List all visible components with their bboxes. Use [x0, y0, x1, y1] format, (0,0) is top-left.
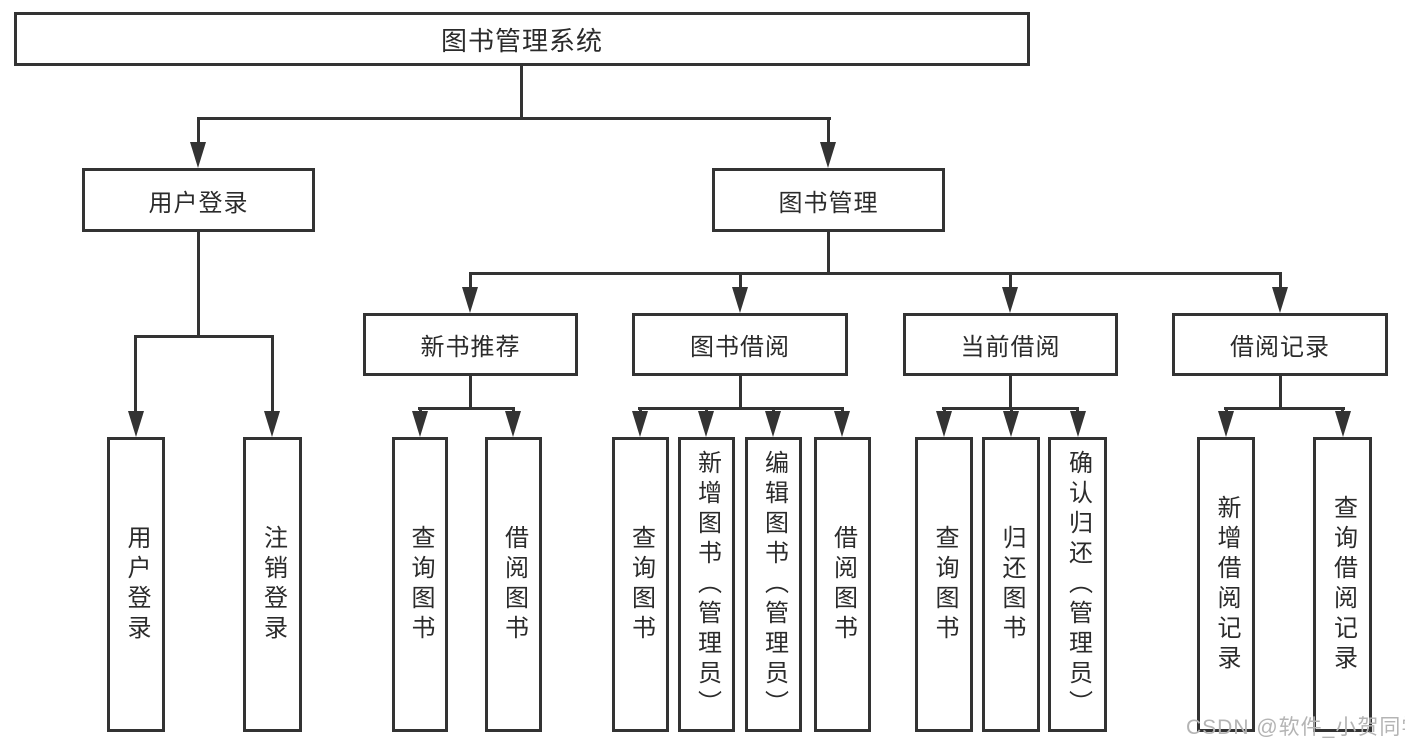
node-label: 图书管理系统	[440, 25, 603, 56]
connector-l3-drop	[469, 376, 472, 407]
node-label: 用户登录	[148, 189, 249, 217]
arrowhead-leaf	[698, 411, 714, 437]
node-label: 确认归还（管理员）	[1064, 449, 1092, 720]
arrowhead-leaf	[505, 411, 521, 437]
arrowhead-leaf	[128, 411, 144, 437]
arrowhead-leaf	[1070, 411, 1086, 437]
arrowhead-leaf	[1335, 411, 1351, 437]
arrowhead-leaf	[1218, 411, 1234, 437]
leaf-borrow-books-recommend: 借阅图书	[485, 437, 542, 732]
node-label: 查询图书	[407, 524, 434, 645]
connector-l3-drop	[1009, 376, 1012, 407]
connector-leaf-junction	[638, 407, 844, 410]
csdn-watermark: CSDN @软件_小贺同学	[1186, 716, 1405, 739]
arrowhead-current-borrow	[1002, 287, 1018, 313]
node-label: 用户登录	[123, 524, 150, 645]
node-library-management-system: 图书管理系统	[14, 12, 1030, 66]
leaf-query-books-current: 查询图书	[915, 437, 973, 732]
connector-l3-shaft	[739, 272, 742, 289]
leaf-return-book: 归还图书	[982, 437, 1040, 732]
arrowhead-leaf	[834, 411, 850, 437]
node-label: 借阅图书	[829, 524, 857, 645]
arrowhead-leaf	[1003, 411, 1019, 437]
connector-leaf-junction	[1224, 407, 1345, 410]
leaf-logout: 注销登录	[243, 437, 302, 732]
node-book-management: 图书管理	[712, 168, 945, 232]
node-book-borrow: 图书借阅	[632, 313, 848, 376]
node-label: 归还图书	[998, 524, 1025, 645]
arrowhead-leaf	[264, 411, 280, 437]
arrowhead-leaf	[412, 411, 428, 437]
arrowhead-user-login	[190, 142, 206, 168]
connector-user-login-junction	[134, 335, 274, 338]
leaf-query-borrow-record: 查询借阅记录	[1313, 437, 1372, 732]
node-label: 查询图书	[627, 524, 655, 645]
node-user-login: 用户登录	[82, 168, 315, 232]
connector-user-login-shaft	[197, 117, 200, 145]
arrowhead-borrow-records	[1272, 287, 1288, 313]
arrowhead-leaf	[765, 411, 781, 437]
leaf-borrow-books: 借阅图书	[814, 437, 871, 732]
node-label: 当前借阅	[960, 334, 1061, 361]
node-label: 新增图书（管理员）	[693, 449, 721, 720]
leaf-query-books-borrow: 查询图书	[612, 437, 669, 732]
connector-user-login-drop	[197, 232, 200, 335]
connector-book-mgmt-drop	[827, 232, 830, 272]
connector-l3-shaft	[469, 272, 472, 289]
node-label: 注销登录	[259, 524, 287, 645]
leaf-user-login: 用户登录	[107, 437, 165, 732]
node-label: 编辑图书（管理员）	[760, 449, 788, 720]
node-label: 借阅图书	[500, 524, 528, 645]
arrowhead-book-mgmt	[820, 142, 836, 168]
arrowhead-leaf	[936, 411, 952, 437]
node-borrow-records: 借阅记录	[1172, 313, 1388, 376]
leaf-add-borrow-record: 新增借阅记录	[1197, 437, 1255, 732]
arrowhead-book-borrow	[732, 287, 748, 313]
connector-leaf-shaft	[134, 335, 137, 413]
node-label: 查询图书	[931, 524, 958, 645]
connector-level3-junction	[469, 272, 1281, 275]
arrowhead-new-book	[462, 287, 478, 313]
arrowhead-leaf	[632, 411, 648, 437]
connector-level2-junction	[197, 117, 831, 120]
node-label: 图书借阅	[690, 334, 790, 361]
connector-l3-shaft	[1009, 272, 1012, 289]
leaf-add-book-admin: 新增图书（管理员）	[678, 437, 735, 732]
leaf-edit-book-admin: 编辑图书（管理员）	[745, 437, 802, 732]
connector-l3-drop	[1279, 376, 1282, 407]
connector-l3-shaft	[1279, 272, 1282, 289]
leaf-query-books-recommend: 查询图书	[392, 437, 448, 732]
node-label: 查询借阅记录	[1329, 494, 1357, 675]
connector-root-drop	[520, 66, 523, 117]
connector-leaf-junction	[418, 407, 515, 410]
connector-book-mgmt-shaft	[827, 117, 830, 145]
node-label: 借阅记录	[1230, 334, 1330, 361]
node-label: 新增借阅记录	[1213, 494, 1240, 675]
node-label: 新书推荐	[420, 334, 521, 361]
connector-l3-drop	[739, 376, 742, 407]
node-current-borrow: 当前借阅	[903, 313, 1118, 376]
connector-leaf-shaft	[271, 335, 274, 413]
node-new-book-recommend: 新书推荐	[363, 313, 578, 376]
leaf-confirm-return-admin: 确认归还（管理员）	[1048, 437, 1107, 732]
node-label: 图书管理	[778, 189, 879, 217]
